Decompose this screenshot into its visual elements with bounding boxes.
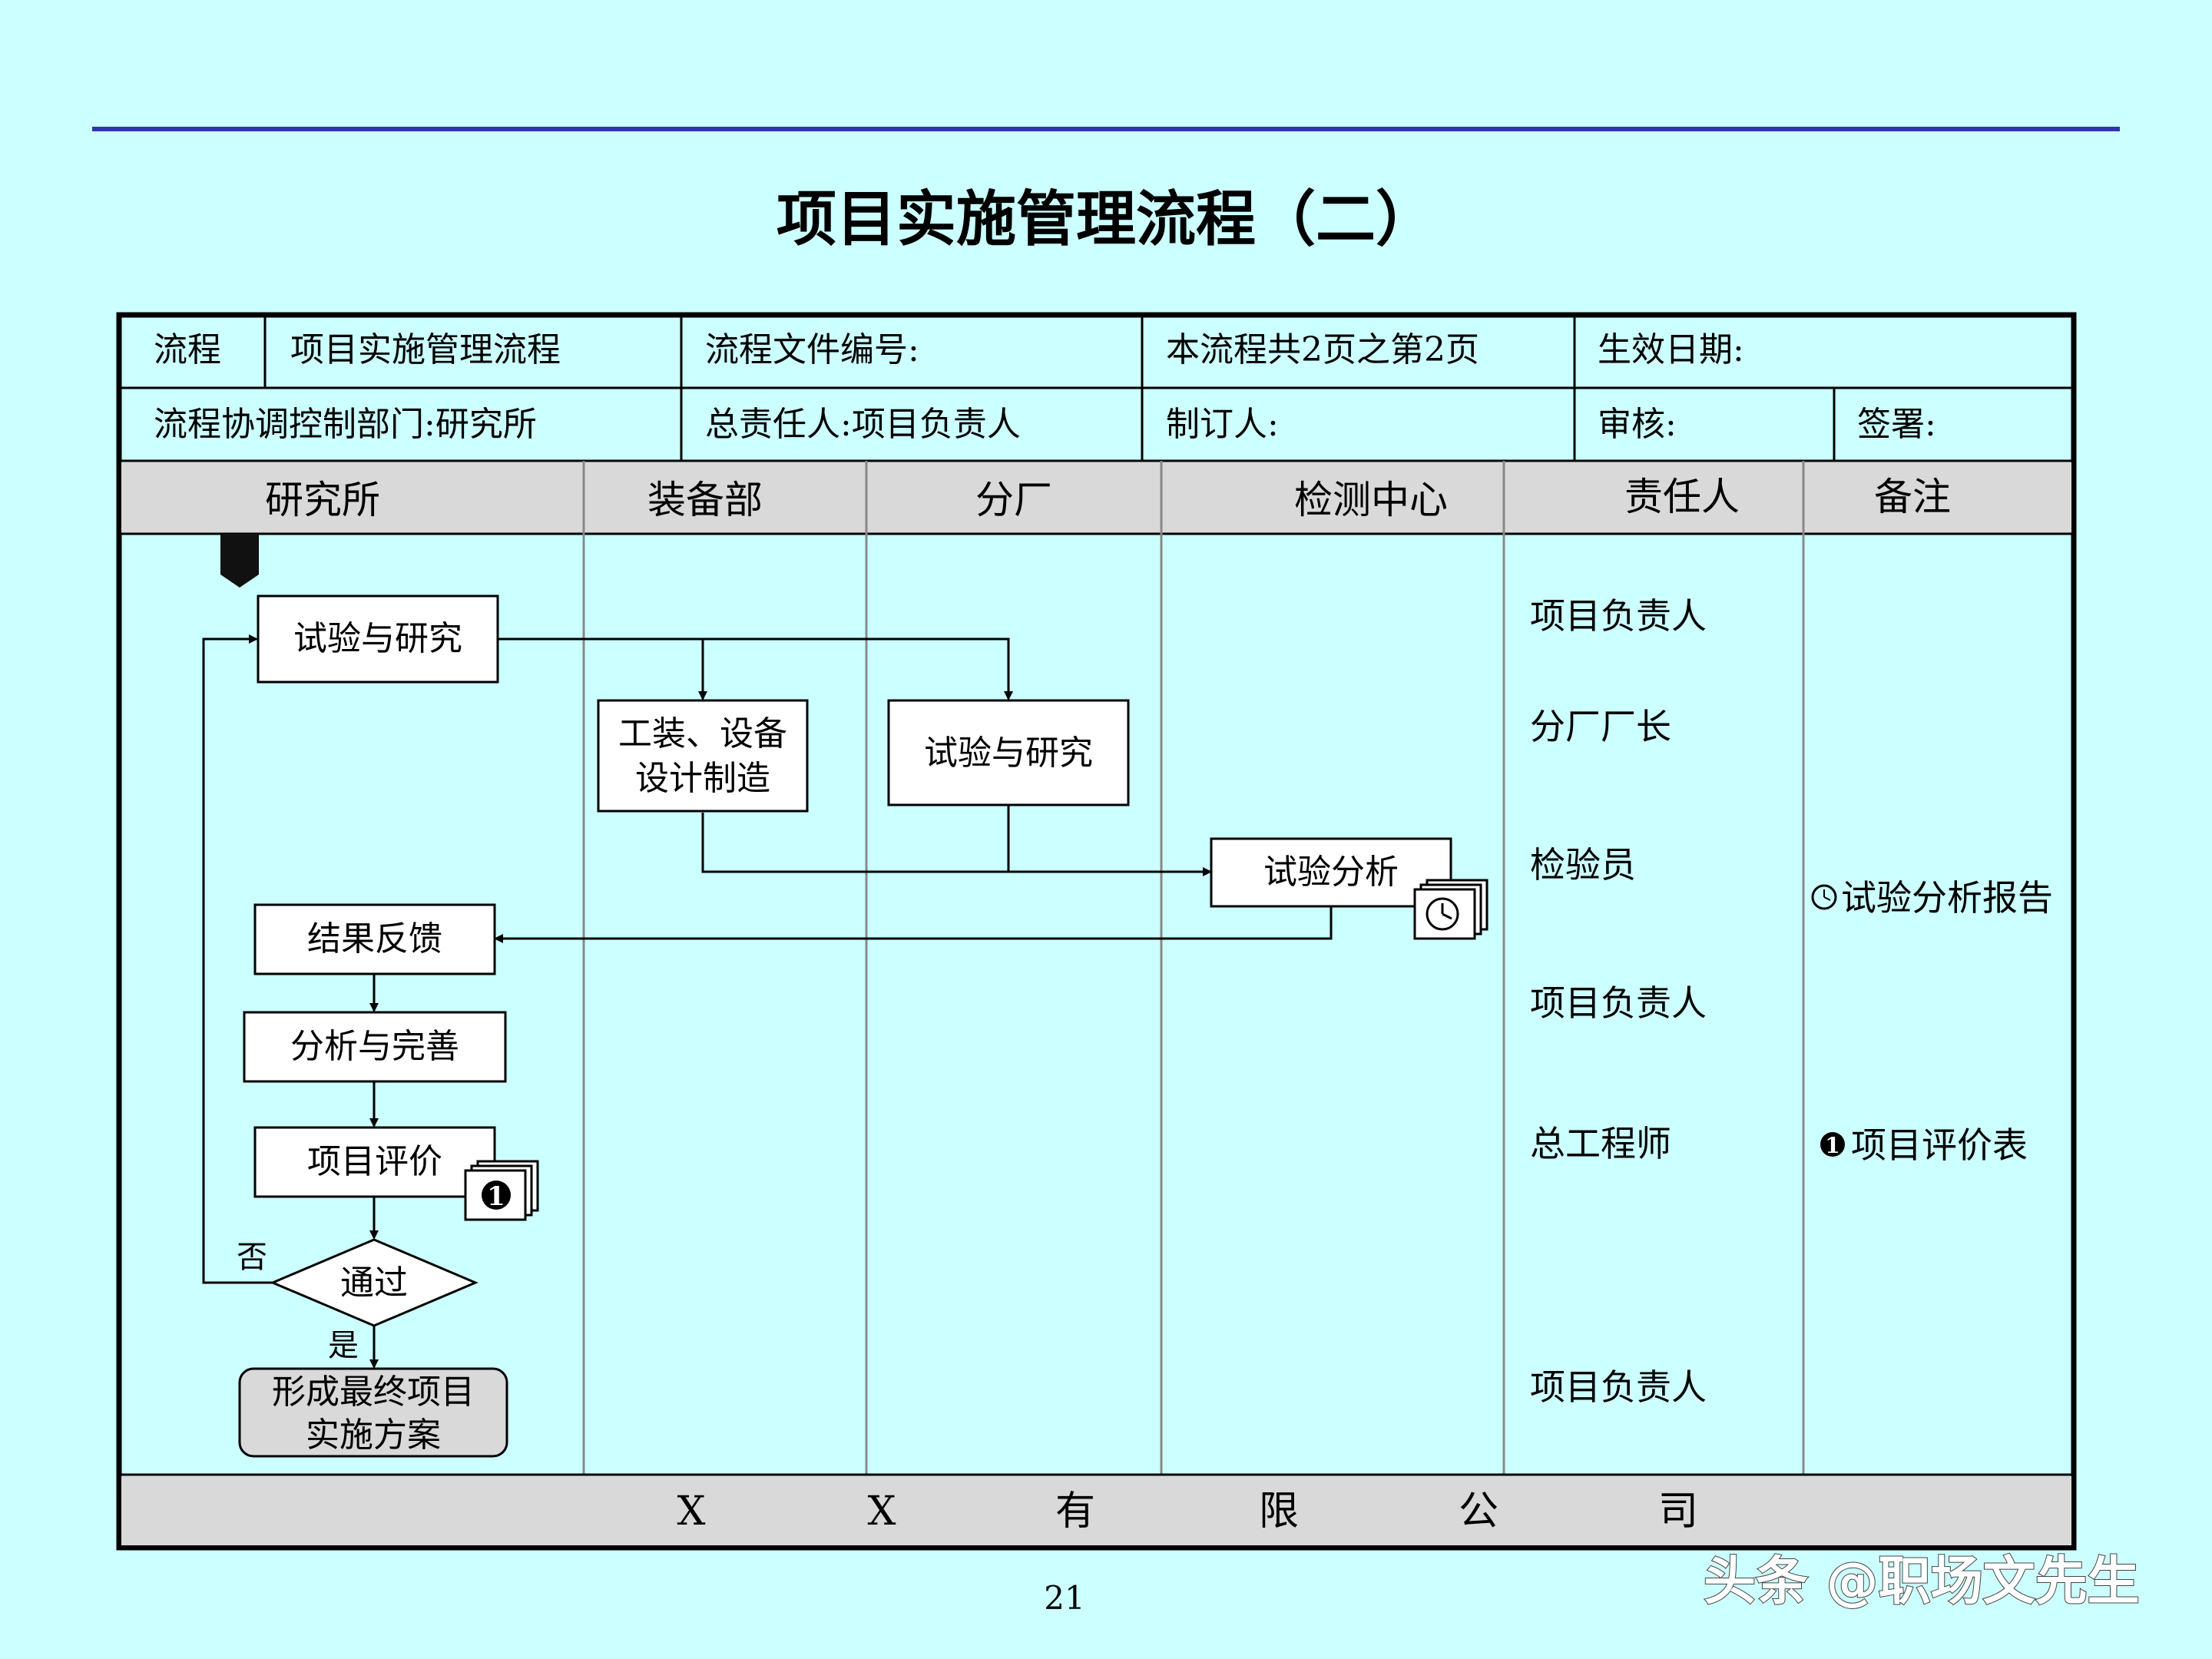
svg-text:设计制造: 设计制造 — [635, 759, 770, 798]
responsible-item: 项目负责人 — [1530, 982, 1707, 1024]
svg-text:工装、设备: 工装、设备 — [618, 714, 787, 753]
footer-char: X — [677, 1488, 705, 1535]
svg-text:试验分析报告: 试验分析报告 — [1841, 877, 2053, 919]
svg-text:试验与研究: 试验与研究 — [924, 733, 1093, 773]
svg-text:项目评价: 项目评价 — [307, 1142, 442, 1181]
node-project-evaluation: 项目评价 — [253, 1126, 496, 1198]
label-no: 否 — [237, 1240, 267, 1275]
footer-band — [121, 1476, 2071, 1545]
decision-pass: 通过 — [270, 1238, 478, 1327]
lane-branch-factory: 分厂 — [975, 478, 1052, 522]
responsible-item: 项目负责人 — [1530, 595, 1707, 637]
label-yes: 是 — [328, 1328, 359, 1363]
node-test-analysis: 试验分析 — [1210, 837, 1452, 908]
svg-text:1: 1 — [1825, 1133, 1839, 1158]
page-title: 项目实施管理流程（二） — [777, 185, 1435, 254]
header-author: 制订人: — [1166, 405, 1279, 444]
node-result-feedback: 结果反馈 — [253, 903, 496, 975]
lane-equipment: 装备部 — [647, 478, 763, 522]
responsible-item: 分厂厂长 — [1530, 706, 1671, 747]
header-sign: 签署: — [1857, 405, 1936, 444]
footer-char: 司 — [1658, 1488, 1698, 1535]
responsible-item: 总工程师 — [1530, 1123, 1671, 1164]
remark-evaluation-form: 1 项目评价表 — [1820, 1124, 2028, 1166]
header-process-name: 项目实施管理流程 — [290, 330, 561, 369]
responsible-item: 检验员 — [1530, 844, 1636, 886]
header-owner: 总责任人:项目负责人 — [705, 405, 1021, 444]
svg-text:分析与完善: 分析与完善 — [290, 1027, 459, 1066]
svg-text:1: 1 — [487, 1181, 505, 1212]
header-dept: 流程协调控制部门:研究所 — [154, 405, 537, 444]
start-marker — [220, 534, 259, 588]
node-analyze-improve: 分析与完善 — [243, 1011, 507, 1083]
footer-char: 有 — [1055, 1488, 1095, 1535]
lane-responsible: 责任人 — [1624, 475, 1740, 519]
svg-text:试验与研究: 试验与研究 — [293, 619, 462, 658]
header-process-label: 流程 — [154, 330, 221, 369]
report-document-icon — [1413, 879, 1488, 940]
node-research-1: 试验与研究 — [257, 594, 499, 684]
node-equipment-design: 工装、设备 设计制造 — [597, 699, 809, 813]
header-pages: 本流程共2页之第2页 — [1166, 330, 1479, 369]
header-file-no: 流程文件编号: — [705, 330, 919, 369]
svg-text:项目评价表: 项目评价表 — [1851, 1124, 2028, 1166]
connectors — [202, 634, 1333, 1369]
svg-text:试验分析: 试验分析 — [1263, 853, 1399, 892]
footer-char: X — [867, 1488, 896, 1535]
header-effective-date: 生效日期: — [1598, 330, 1744, 369]
svg-text:结果反馈: 结果反馈 — [307, 919, 442, 959]
lane-research: 研究所 — [265, 478, 380, 522]
footer-char: 限 — [1259, 1488, 1299, 1535]
node-final-plan: 形成最终项目 实施方案 — [238, 1367, 508, 1458]
watermark: 头条 @职场文先生 — [1704, 1551, 2140, 1612]
footer-char: 公 — [1459, 1488, 1498, 1535]
responsible-item: 项目负责人 — [1530, 1366, 1707, 1408]
svg-text:形成最终项目: 形成最终项目 — [272, 1373, 475, 1412]
lane-testing-center: 检测中心 — [1294, 478, 1448, 522]
node-research-2: 试验与研究 — [887, 699, 1130, 806]
page-number: 21 — [1044, 1579, 1084, 1617]
header-review: 审核: — [1598, 405, 1677, 444]
lane-header-band — [121, 462, 2071, 534]
remark-test-report: 试验分析报告 — [1811, 877, 2053, 919]
svg-text:实施方案: 实施方案 — [306, 1416, 441, 1455]
lane-remarks: 备注 — [1874, 475, 1951, 519]
evaluation-document-icon: 1 — [464, 1160, 539, 1221]
svg-text:通过: 通过 — [340, 1263, 408, 1303]
